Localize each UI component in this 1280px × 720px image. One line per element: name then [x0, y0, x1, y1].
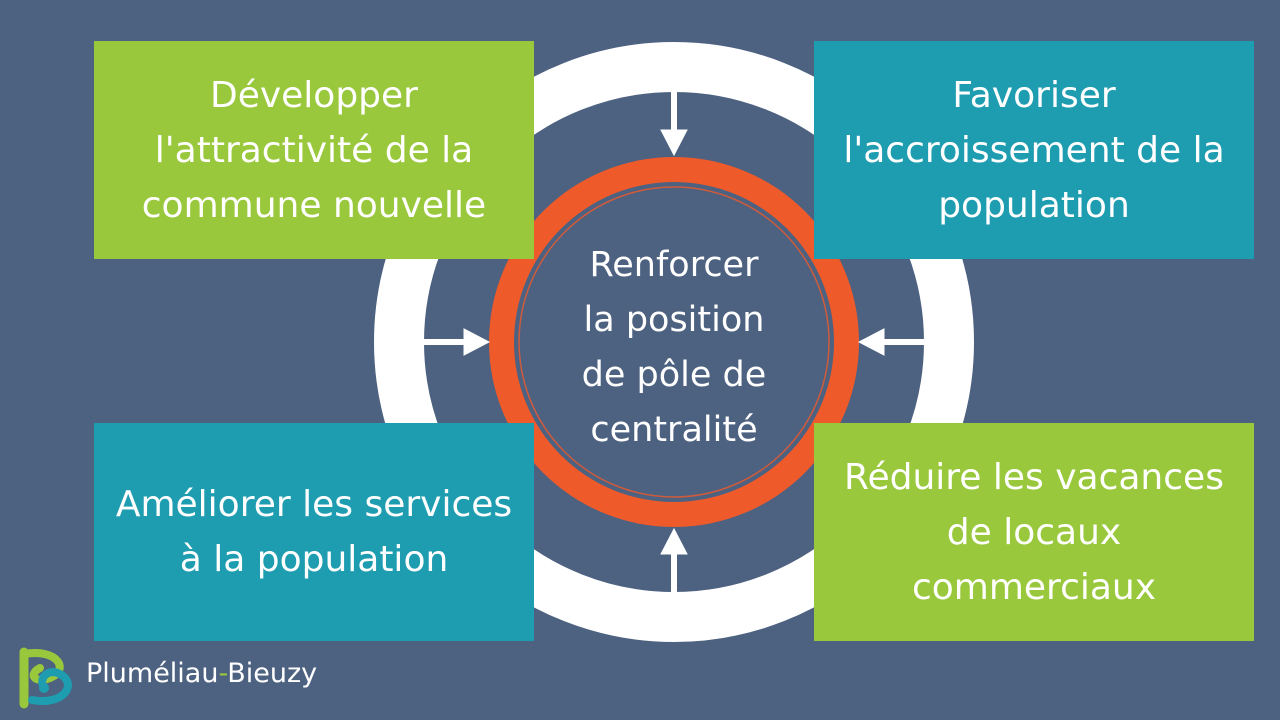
center-line: centralité	[590, 410, 758, 450]
arrow-bottom-icon	[660, 527, 688, 594]
box-line: à la population	[179, 539, 449, 580]
outer-white-ring	[374, 42, 974, 642]
arrow-top-icon	[660, 90, 688, 157]
arrow-right-icon	[857, 328, 924, 356]
box-line: de locaux	[946, 511, 1122, 553]
objective-box-attractivite: Développer l'attractivité de la commune …	[94, 41, 534, 259]
box-line: l'attractivité de la	[154, 129, 474, 171]
box-line: commune nouvelle	[141, 184, 487, 226]
logo-separator: -	[218, 658, 228, 689]
objective-box-population: Favoriser l'accroissement de la populati…	[814, 41, 1254, 259]
box-line: l'accroissement de la	[843, 129, 1225, 171]
logo-name-part1: Pluméliau	[86, 658, 219, 689]
box-line: Améliorer les services	[115, 484, 513, 525]
town-logo-name: Pluméliau-Bieuzy	[86, 658, 317, 689]
town-logo: Pluméliau-Bieuzy	[14, 644, 354, 710]
objective-box-services: Améliorer les services à la population	[94, 423, 534, 641]
box-line: Réduire les vacances	[844, 456, 1224, 498]
arrow-left-icon	[424, 328, 491, 356]
center-line: la position	[583, 300, 765, 340]
center-circle-outline	[518, 186, 830, 498]
box-line: Favoriser	[952, 74, 1116, 116]
box-line: population	[938, 184, 1130, 226]
center-line: de pôle de	[581, 355, 767, 395]
center-circle	[514, 182, 834, 502]
objective-box-vacances: Réduire les vacances de locaux commercia…	[814, 423, 1254, 641]
box-line: Développer	[209, 74, 418, 116]
center-goal: Renforcer la position de pôle de central…	[524, 238, 824, 458]
town-logo-mark-icon	[19, 647, 72, 709]
logo-name-part2: Bieuzy	[227, 658, 318, 689]
box-line: commerciaux	[911, 566, 1157, 608]
center-line: Renforcer	[589, 245, 759, 285]
